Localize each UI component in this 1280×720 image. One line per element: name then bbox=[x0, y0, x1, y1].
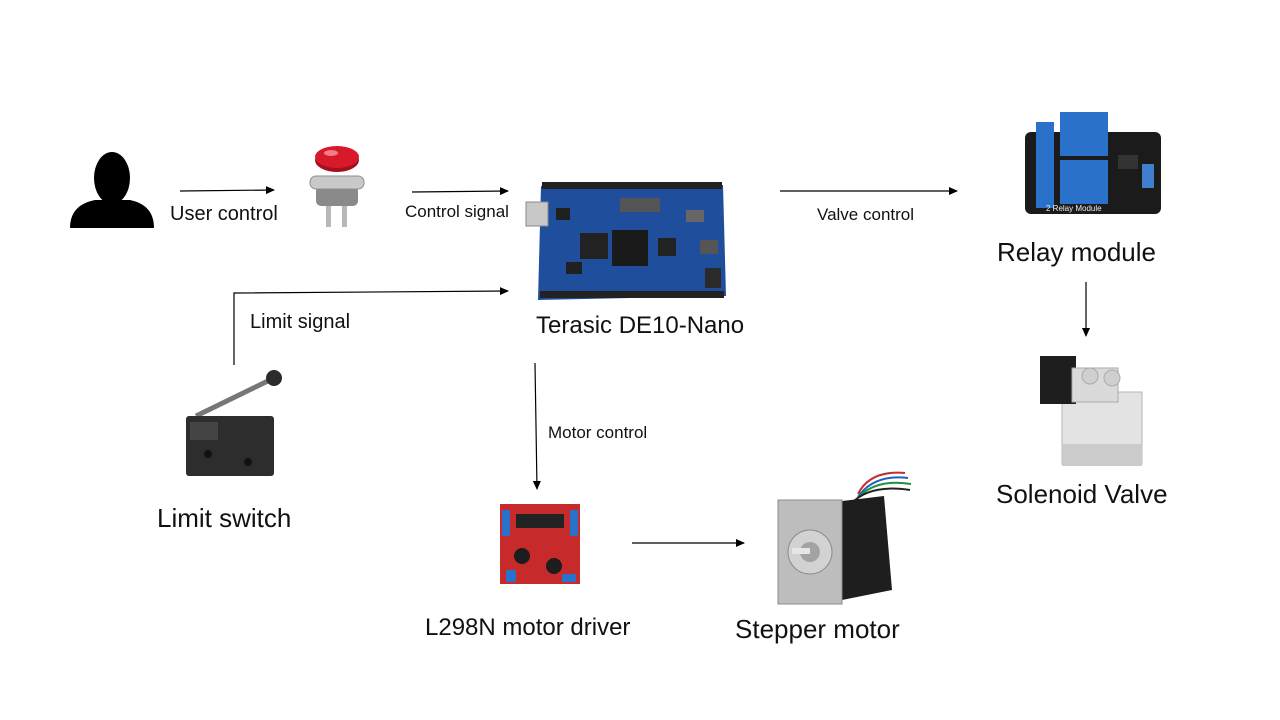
arrow-user-to-button bbox=[179, 186, 275, 195]
node-label-stepper: Stepper motor bbox=[735, 614, 900, 644]
limit-switch-icon bbox=[186, 370, 282, 476]
edge-label-motor-control: Motor control bbox=[548, 423, 648, 442]
person-icon bbox=[70, 152, 154, 228]
node-label-fpga: Terasic DE10-Nano bbox=[536, 312, 745, 339]
arrow-limit-to-fpga bbox=[233, 287, 509, 365]
motor-driver-icon bbox=[500, 504, 580, 584]
edge-label-limit-signal: Limit signal bbox=[250, 311, 351, 333]
node-label-driver: L298N motor driver bbox=[425, 614, 631, 641]
node-label-limit-switch: Limit switch bbox=[157, 503, 292, 533]
relay-module-icon: 2 Relay Module bbox=[1025, 112, 1161, 214]
push-button-icon bbox=[309, 146, 365, 227]
node-label-solenoid: Solenoid Valve bbox=[996, 479, 1168, 509]
edge-label-control-signal: Control signal bbox=[405, 202, 509, 221]
relay-board-text: 2 Relay Module bbox=[1046, 204, 1102, 213]
solenoid-valve-icon bbox=[1040, 356, 1143, 466]
edge-label-user-control: User control bbox=[170, 203, 278, 225]
arrow-fpga-to-driver bbox=[532, 362, 541, 490]
node-label-relay: Relay module bbox=[997, 237, 1156, 267]
stepper-motor-icon bbox=[777, 471, 912, 605]
edge-label-valve-control: Valve control bbox=[817, 205, 915, 224]
arrow-button-to-fpga bbox=[411, 187, 509, 196]
fpga-board-icon bbox=[525, 182, 726, 300]
